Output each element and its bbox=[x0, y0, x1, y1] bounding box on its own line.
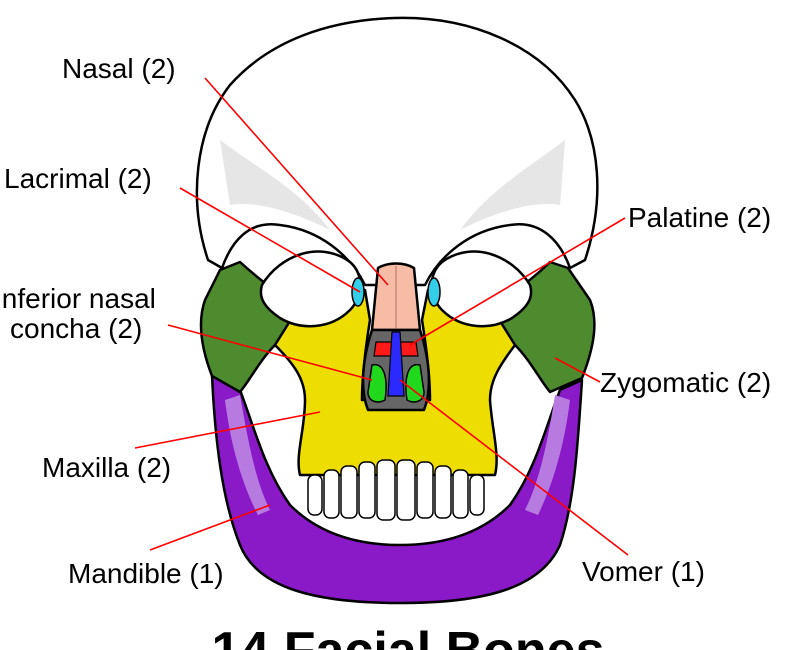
label-zygomatic: Zygomatic (2) bbox=[600, 367, 771, 398]
label-vomer: Vomer (1) bbox=[582, 556, 705, 587]
leader-lines bbox=[134, 77, 629, 556]
cranium-shading bbox=[220, 140, 565, 230]
label-maxilla: Maxilla (2) bbox=[42, 452, 171, 483]
label-palatine: Palatine (2) bbox=[628, 202, 771, 233]
label-nasal: Nasal (2) bbox=[62, 53, 176, 84]
label-lacrimal: Lacrimal (2) bbox=[4, 163, 152, 194]
leader-zygomatic bbox=[554, 357, 601, 383]
label-inferior-nasal-concha-line1: Inferior nasal bbox=[0, 283, 156, 314]
teeth bbox=[307, 459, 485, 521]
leader-nasal bbox=[204, 77, 389, 286]
mandible-bone bbox=[210, 373, 584, 605]
leader-lacrimal bbox=[179, 187, 361, 293]
label-mandible: Mandible (1) bbox=[68, 558, 224, 589]
lacrimal-right bbox=[427, 277, 441, 307]
leader-inferior-nasal-concha bbox=[167, 324, 373, 381]
label-inferior-nasal-concha-line2: concha (2) bbox=[10, 313, 142, 344]
diagram-title: 14 Facial Bones bbox=[211, 622, 604, 650]
leader-mandible bbox=[149, 504, 271, 551]
leader-maxilla bbox=[134, 411, 321, 449]
leader-vomer bbox=[399, 379, 629, 556]
lacrimal-left bbox=[351, 277, 365, 307]
leader-palatine bbox=[409, 217, 626, 346]
cranium bbox=[195, 16, 599, 287]
orbit-left bbox=[259, 250, 362, 328]
mandible-highlight bbox=[225, 395, 570, 515]
orbit-right bbox=[430, 250, 533, 328]
inferior-nasal-concha-left bbox=[367, 364, 387, 403]
